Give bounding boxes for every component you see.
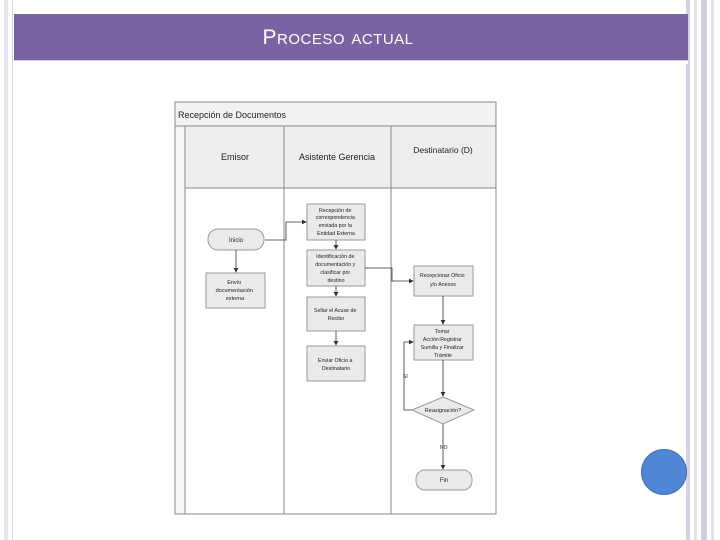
node-fin-label: Fin — [440, 478, 448, 484]
node-recepcion-label: Recepción de correspondencia enviada por… — [316, 208, 357, 237]
right-frame-stripe — [711, 0, 714, 540]
node-tomar-label: Tomar Acción:Registrar Sumilla y Finaliz… — [421, 329, 465, 359]
edge-label-si: SI — [403, 374, 408, 380]
slide-title: Proceso actual — [262, 26, 414, 49]
node-inicio-label: Inicio — [229, 238, 244, 244]
right-frame — [686, 0, 720, 540]
lane-header-row — [184, 125, 497, 189]
pool-title: Recepción de Documentos — [178, 110, 287, 120]
edge-inicio-recepcion — [265, 219, 307, 241]
pool-side-strip — [174, 125, 186, 515]
title-bar: Proceso actual — [14, 14, 688, 60]
lane-label-asistente: Asistente Gerencia — [299, 152, 375, 162]
pool-header — [174, 101, 497, 127]
node-sellar-label: Sellar el Acuse de Recibo — [314, 308, 358, 322]
node-tomar — [413, 324, 474, 361]
node-reasignacion-label: Reasignación? — [425, 408, 461, 414]
node-identificacion-label: Identificación de documentación y clasif… — [315, 254, 357, 284]
edge-identificacion-recepcionar — [365, 267, 414, 284]
node-recepcionar — [413, 265, 474, 297]
edge-label-no: NO — [440, 445, 448, 451]
left-frame-stripe — [4, 0, 8, 540]
title-underline — [14, 60, 688, 64]
left-frame — [0, 0, 13, 540]
edge-reasignacion-si — [403, 339, 414, 411]
node-enviar — [306, 345, 366, 382]
node-sellar — [306, 296, 366, 332]
right-frame-stripe — [694, 0, 697, 540]
node-envio-label: Envío documentación externa — [216, 280, 255, 302]
node-recepcionar-label: Recepcionar Oficio y/o Anexos — [420, 273, 466, 288]
node-recepcion — [306, 203, 366, 241]
node-enviar-label: Enviar Oficio a Destinatario — [318, 358, 354, 372]
decorative-circle — [641, 449, 687, 495]
lane-label-destinatario: Destinatario (D) — [413, 145, 473, 155]
node-envio — [205, 272, 266, 309]
node-identificacion — [306, 249, 366, 287]
lane-label-emisor: Emisor — [221, 152, 249, 162]
right-frame-stripe — [701, 0, 707, 540]
node-fin — [415, 469, 473, 491]
right-frame-stripe — [686, 0, 690, 540]
